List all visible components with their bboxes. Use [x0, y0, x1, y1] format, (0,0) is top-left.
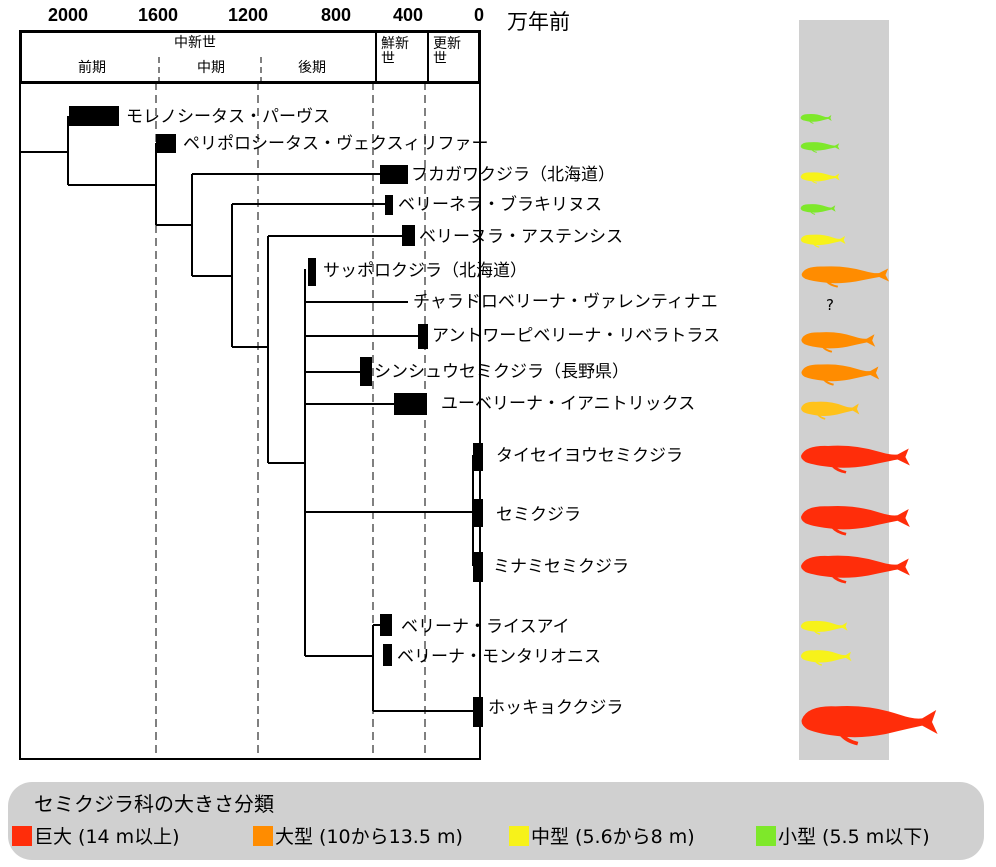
legend-label: 中型 (5.6から8 m): [531, 826, 695, 848]
epoch-pleistocene: 更新 世: [433, 36, 461, 67]
size-legend: セミクジラ科の大きさ分類 巨大 (14 m以上) 大型 (10から13.5 m)…: [8, 782, 984, 860]
phylogeny-chart: [19, 82, 481, 760]
taxon-label: ペリポロシータス・ヴェクスィリファー: [183, 134, 489, 154]
taxon-label: ミナミセミクジラ: [493, 557, 629, 577]
taxon-label: モレノシータス・パーヴス: [126, 107, 330, 127]
fossil-ranges: [69, 106, 483, 727]
taxon-label: ホッキョククジラ: [488, 698, 624, 718]
legend-item-small: 小型 (5.5 m以下): [756, 822, 930, 849]
whale-silhouette: [801, 445, 910, 474]
scale-tick: 1200: [228, 5, 269, 25]
legend-swatch: [253, 825, 273, 846]
taxon-label: ベリーナ・ライスアイ: [401, 617, 570, 637]
epoch-dividers: [158, 33, 429, 81]
whale-silhouette: [800, 172, 840, 184]
taxon-label: タイセイヨウセミクジラ: [496, 446, 683, 466]
legend-item-giant: 巨大 (14 m以上): [12, 822, 180, 849]
legend-swatch: [509, 825, 529, 846]
whale-silhouette: [801, 364, 880, 386]
whale-silhouette: [800, 113, 832, 124]
whale-silhouette: [800, 142, 840, 153]
taxon-label: チャラドロベリーナ・ヴァレンティナエ: [413, 292, 718, 312]
taxon-label: ユーベリーナ・イアニトリックス: [441, 394, 696, 414]
legend-label: 巨大 (14 m以上): [34, 826, 180, 848]
whale-silhouette: [800, 650, 852, 666]
whale-silhouette: [801, 266, 890, 288]
taxon-label: セミクジラ: [496, 505, 581, 525]
legend-swatch: [12, 825, 32, 846]
epoch-miocene: 中新世: [174, 35, 216, 51]
whale-silhouette: [800, 620, 848, 635]
taxon-label: ベリーヌラ・アステンシス: [419, 227, 623, 247]
taxon-label: ベリーネラ・ブラキリヌス: [398, 195, 602, 215]
whale-silhouette: [800, 204, 836, 215]
whale-silhouette: [801, 555, 910, 584]
legend-title: セミクジラ科の大きさ分類: [34, 792, 274, 816]
scale-tick: 400: [393, 5, 424, 25]
taxon-label: シンシュウセミクジラ（長野県）: [374, 362, 629, 382]
scale-tick: 1600: [138, 5, 179, 25]
legend-item-large: 大型 (10から13.5 m): [253, 822, 463, 849]
scale-tick: 800: [321, 5, 352, 25]
whale-silhouette: [801, 332, 876, 353]
legend-item-medium: 中型 (5.6から8 m): [509, 822, 695, 849]
taxon-label: ベリーナ・モンタリオニス: [397, 647, 601, 667]
unit-label: 万年前: [507, 10, 570, 34]
epoch-header: 中新世 前期 中期 後期 鮮新 世 更新 世: [19, 30, 481, 84]
tree-branches: [20, 116, 474, 712]
taxon-label: サッポロクジラ（北海道）: [323, 261, 527, 281]
legend-label: 小型 (5.5 m以下): [778, 826, 930, 848]
whale-silhouette: [801, 401, 860, 420]
scale-tick: 2000: [48, 5, 89, 25]
epoch-early: 前期: [78, 60, 106, 76]
taxon-label: アントワーピベリーナ・リベラトラス: [432, 326, 720, 346]
scale-tick: 0: [474, 5, 485, 25]
epoch-pliocene: 鮮新 世: [381, 36, 409, 67]
whale-silhouette: [801, 505, 910, 536]
legend-swatch: [756, 825, 776, 846]
unknown-size-mark: ?: [826, 296, 834, 314]
epoch-late: 後期: [298, 60, 326, 76]
whale-silhouette: [801, 705, 938, 746]
taxon-label: フカガワクジラ（北海道）: [411, 165, 615, 185]
legend-label: 大型 (10から13.5 m): [275, 826, 463, 848]
whale-silhouette: [800, 234, 846, 248]
epoch-middle: 中期: [197, 60, 225, 76]
